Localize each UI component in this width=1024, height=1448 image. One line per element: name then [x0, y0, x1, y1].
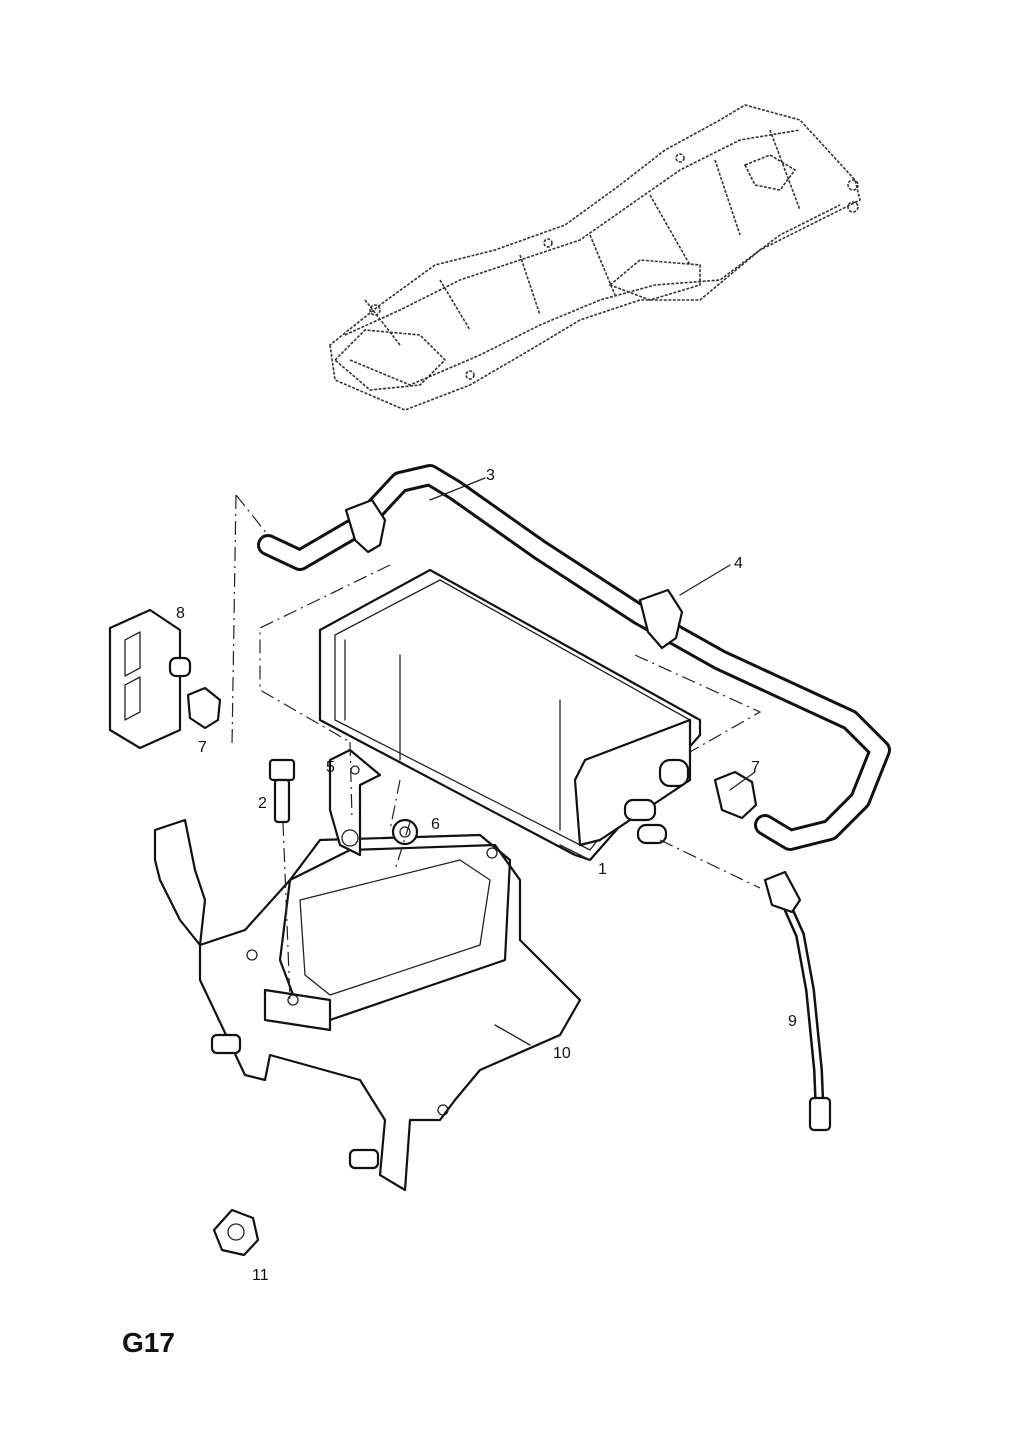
purge-pipe	[763, 870, 832, 1132]
canister-bracket	[153, 818, 582, 1192]
chassis-frame	[329, 104, 861, 411]
diagram-code: G17	[122, 1327, 175, 1358]
callout-4: 4	[734, 555, 743, 572]
callout-6: 6	[431, 816, 440, 833]
callout-7-left: 7	[198, 739, 207, 756]
nut	[391, 818, 419, 846]
callout-7-right: 7	[751, 759, 760, 776]
callout-3: 3	[486, 467, 495, 484]
mounting-stud	[210, 1033, 380, 1170]
bolt	[268, 758, 296, 824]
callout-10: 10	[553, 1045, 571, 1062]
callout-1: 1	[598, 861, 607, 878]
flange-nut	[212, 1208, 260, 1257]
callout-9: 9	[788, 1013, 797, 1030]
evap-canister	[318, 568, 702, 862]
vapor-valve	[108, 608, 192, 750]
callout-11: 11	[252, 1267, 269, 1284]
guide-lines	[231, 494, 762, 1001]
hose-clip	[186, 498, 758, 820]
small-bracket	[328, 748, 382, 857]
callout-8: 8	[176, 605, 185, 622]
callout-2: 2	[258, 795, 267, 812]
leader-lines	[429, 477, 756, 1046]
callout-5: 5	[326, 759, 335, 776]
